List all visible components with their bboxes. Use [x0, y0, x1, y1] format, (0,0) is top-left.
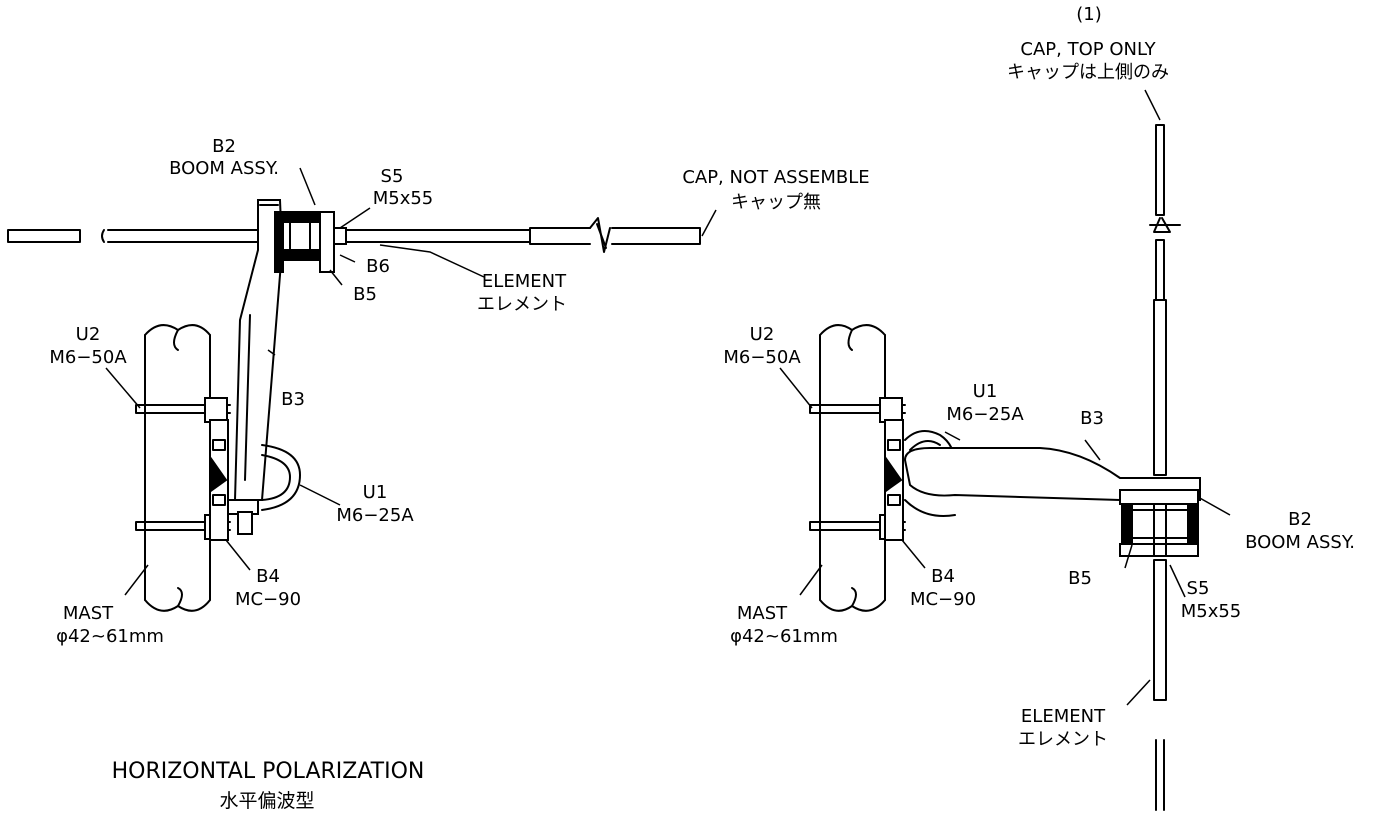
left-cap-en: CAP, NOT ASSEMBLE [682, 167, 869, 188]
left-boom-assy-b2 [274, 211, 347, 273]
right-u2-code: U2 [750, 324, 775, 345]
right-element-jp: エレメント [1018, 729, 1108, 750]
left-cap-jp: キャップ無 [731, 192, 821, 213]
left-s5-code: S5 [381, 166, 404, 187]
left-u1-code: U1 [363, 482, 388, 503]
right-b2-code: B2 [1288, 509, 1312, 530]
left-b2-name: BOOM ASSY. [169, 158, 279, 179]
right-s5-size: M5x55 [1181, 601, 1242, 622]
right-element-en: ELEMENT [1021, 706, 1106, 727]
left-u2-code: U2 [76, 324, 101, 345]
left-s5-size: M5x55 [373, 188, 434, 209]
right-b2-name: BOOM ASSY. [1245, 532, 1355, 553]
right-cap-en: CAP, TOP ONLY [1020, 39, 1156, 60]
right-labels: (1) CAP, TOP ONLY キャップは上側のみ U2 M6−50A U1… [723, 4, 1355, 750]
right-mast-en: MAST [737, 603, 788, 624]
right-b4-code: B4 [931, 566, 955, 587]
right-b4-size: MC−90 [910, 589, 976, 610]
left-element-rod [7, 217, 701, 253]
left-mast-clamp-b4 [209, 419, 229, 541]
left-b2-code: B2 [212, 136, 236, 157]
right-boom-b3 [903, 447, 1201, 501]
right-u1-code: U1 [973, 381, 998, 402]
right-cap-jp: キャップは上側のみ [1007, 62, 1169, 83]
left-mast [144, 324, 211, 612]
leader-lines [105, 89, 1231, 706]
left-b4-code: B4 [256, 566, 280, 587]
right-element-rod [1149, 124, 1181, 811]
left-b3: B3 [281, 389, 305, 410]
left-b5: B5 [353, 284, 377, 305]
left-mast-en: MAST [63, 603, 114, 624]
left-element-en: ELEMENT [482, 271, 567, 292]
left-assembly-drawing [7, 199, 701, 612]
left-mast-size: φ42~61mm [56, 626, 164, 647]
left-labels: B2 BOOM ASSY. S5 M5x55 CAP, NOT ASSEMBLE… [49, 136, 869, 812]
left-u-bolt-u1 [227, 444, 301, 535]
left-b6: B6 [366, 256, 390, 277]
right-boom-assy-b2 [1119, 489, 1199, 557]
right-assembly-drawing [809, 124, 1201, 811]
right-b5: B5 [1068, 568, 1092, 589]
right-s5-code: S5 [1187, 578, 1210, 599]
right-mast [819, 324, 886, 612]
right-mast-clamp-b4 [884, 419, 904, 541]
left-title-jp: 水平偏波型 [219, 790, 314, 812]
left-element-jp: エレメント [477, 294, 567, 315]
right-u2-size: M6−50A [723, 347, 801, 368]
right-b3: B3 [1080, 408, 1104, 429]
left-u2-size: M6−50A [49, 347, 127, 368]
left-b4-size: MC−90 [235, 589, 301, 610]
right-u1-size: M6−25A [946, 404, 1024, 425]
left-u1-size: M6−25A [336, 505, 414, 526]
left-title-en: HORIZONTAL POLARIZATION [112, 759, 425, 784]
right-note-num: (1) [1076, 4, 1102, 25]
right-mast-size: φ42~61mm [730, 626, 838, 647]
